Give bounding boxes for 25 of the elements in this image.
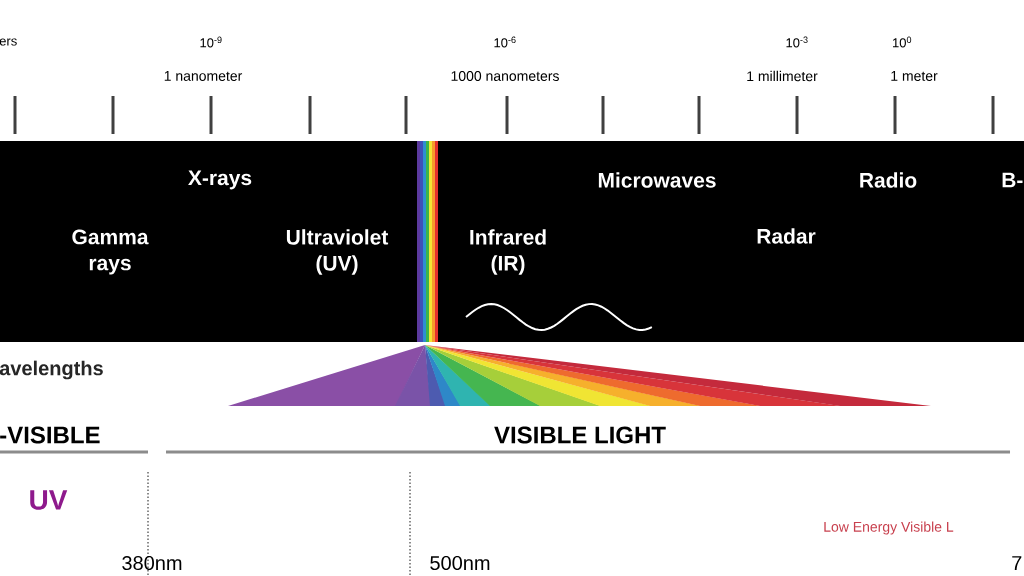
scale-label: 1000 nanometers [451,71,559,81]
scale-label: 1 millimeter [747,70,818,82]
section-heading: VISIBLE LIGHT [494,426,666,444]
band-label: Gamma rays [72,229,149,275]
band-label: Infrared (IR) [470,229,546,275]
wavelength-label: 500nm [430,555,490,571]
wavelength-label: 7 [1012,556,1022,570]
band-label: X-rays [188,170,252,190]
region-label: Low Energy Visible L [824,521,954,535]
band-label: B- [1002,172,1023,188]
axis-title: avelengths [0,360,103,380]
band-label: Radio [860,172,917,188]
section-heading: -VISIBLE [0,426,100,444]
scale-label: 1 meter [891,71,938,81]
exponent-label: 10$^{-3}$ [786,36,808,48]
wavelength-label: 380nm [122,555,182,571]
exponent-label: 10$^{-9}$ [200,36,222,48]
band-label: Microwaves [598,172,716,188]
band-label: Ultraviolet (UV) [286,229,389,275]
band-label: Radar [757,228,816,244]
region-label: UV [30,490,68,510]
exponent-label: 10$^{-6}$ [494,36,516,48]
scale-label: ers [0,38,17,46]
scale-label: 1 nanometer [164,71,243,81]
exponent-label: 10$^{0}$ [893,36,912,48]
